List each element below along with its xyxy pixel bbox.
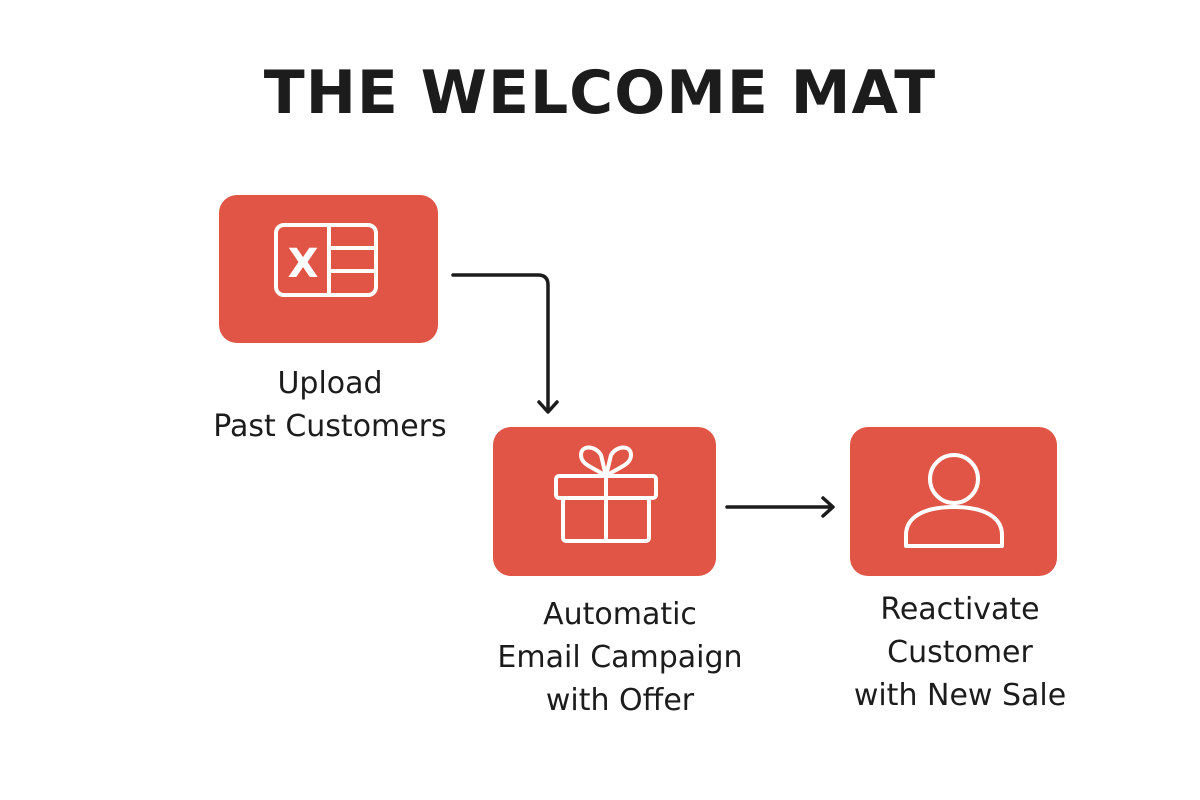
step-email-box xyxy=(493,427,716,576)
label-line: Past Customers xyxy=(213,409,447,444)
step-email-label: Automatic Email Campaign with Offer xyxy=(470,593,770,722)
excel-letter: X xyxy=(288,241,319,287)
step-upload-label: Upload Past Customers xyxy=(170,362,490,448)
step-reactivate-label: Reactivate Customer with New Sale xyxy=(820,588,1100,717)
connector-upload-to-email xyxy=(451,273,559,414)
spreadsheet-excel-icon: X xyxy=(274,223,378,297)
label-line: Reactivate xyxy=(880,592,1040,627)
arrowhead-right-icon xyxy=(821,496,835,518)
step-upload-box: X xyxy=(219,195,438,343)
label-line: with New Sale xyxy=(853,678,1067,713)
connector-email-to-reactivate xyxy=(725,496,835,518)
arrowhead-down-icon xyxy=(537,400,559,414)
user-icon xyxy=(904,453,1004,548)
step-reactivate-box xyxy=(850,427,1057,576)
label-line: Customer xyxy=(887,635,1033,670)
label-line: with Offer xyxy=(545,683,695,718)
gift-icon xyxy=(554,445,658,543)
label-line: Automatic xyxy=(543,597,697,632)
label-line: Email Campaign xyxy=(497,640,743,675)
label-line: Upload xyxy=(277,366,383,401)
diagram-title: THE WELCOME MAT xyxy=(263,58,937,128)
